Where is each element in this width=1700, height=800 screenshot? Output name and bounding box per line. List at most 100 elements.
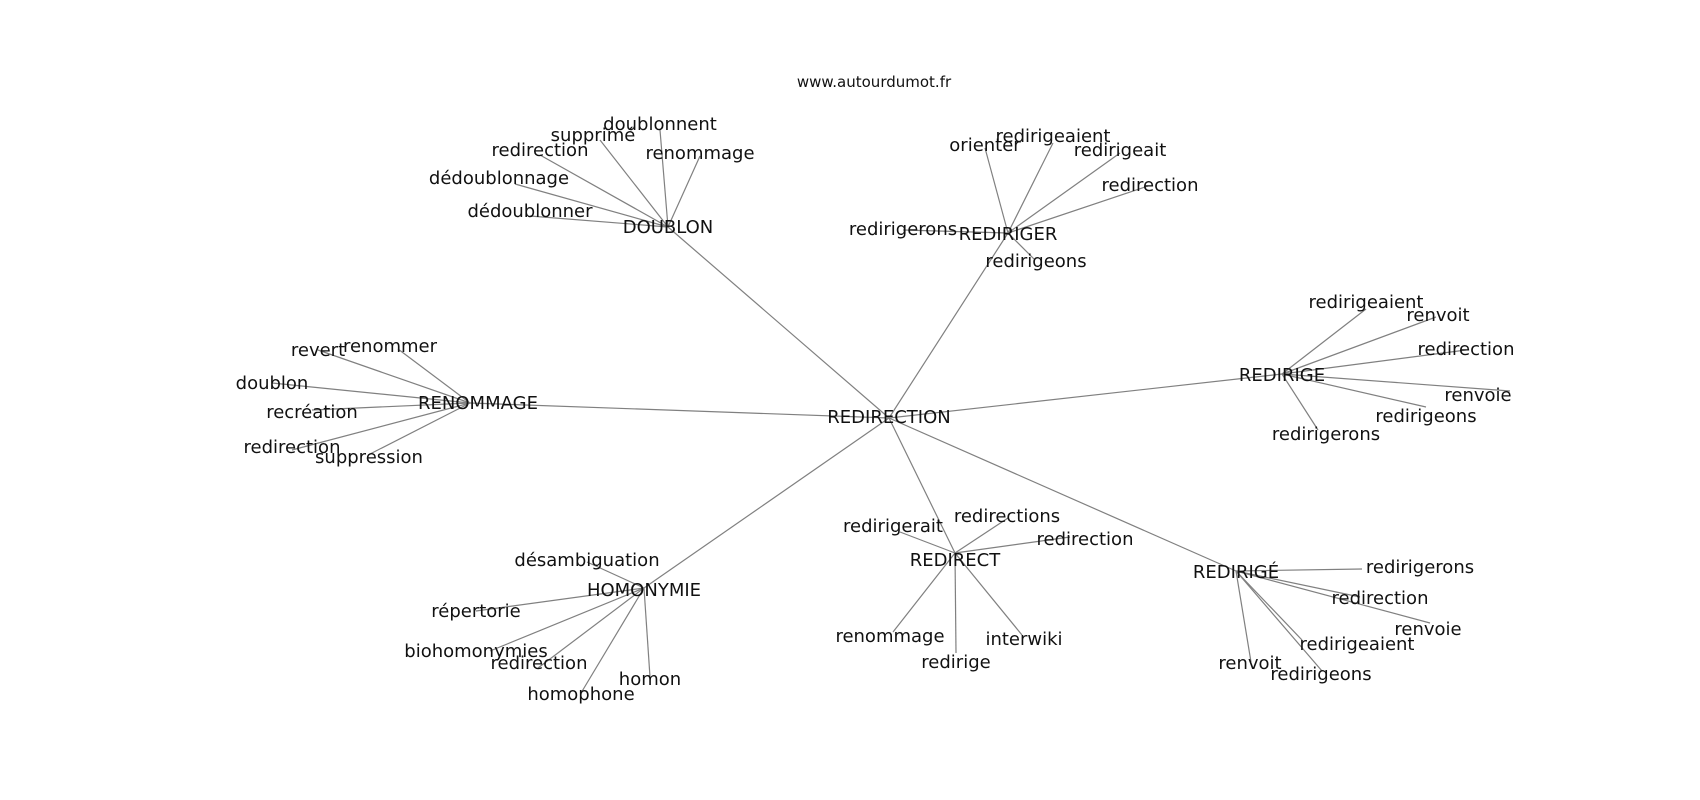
hub-node[interactable]: DOUBLON [623, 217, 714, 238]
edge-hub-to-leaf [514, 183, 669, 228]
leaf-node[interactable]: renommage [645, 143, 754, 164]
edge-hub-to-leaf [954, 517, 1009, 554]
edge-hub-to-leaf [580, 587, 645, 694]
center-node[interactable]: REDIRECTION [827, 407, 950, 428]
leaf-node[interactable]: homophone [527, 684, 634, 705]
leaf-node[interactable]: redirection [492, 140, 589, 161]
leaf-node[interactable]: homon [619, 669, 681, 690]
leaf-node[interactable]: redirigerons [849, 219, 957, 240]
leaf-node[interactable]: orienter [949, 135, 1021, 156]
leaf-node[interactable]: redirection [1037, 529, 1134, 550]
hub-node[interactable]: REDIRIGE [1239, 365, 1325, 386]
edge-hub-to-leaf [892, 552, 956, 633]
hub-node[interactable]: REDIRIGER [959, 224, 1058, 245]
edge-hub-to-leaf [902, 229, 1009, 234]
leaf-node[interactable]: redirigeons [1375, 406, 1476, 427]
edge-hub-to-leaf [1007, 185, 1149, 234]
edge-hub-to-leaf [1281, 349, 1467, 375]
edge-hub-to-leaf [1235, 570, 1252, 663]
hub-node[interactable]: HOMONYMIE [587, 580, 701, 601]
leaf-node[interactable]: redirigerons [1366, 557, 1474, 578]
leaf-node[interactable]: redirigerait [843, 516, 943, 537]
source-url[interactable]: www.autourdumot.fr [797, 73, 952, 91]
edge-hub-to-leaf [537, 587, 645, 669]
edge-hub-to-leaf [1007, 152, 1121, 234]
edge-hub-to-leaf [1281, 316, 1437, 375]
leaf-node[interactable]: répertorie [431, 601, 521, 622]
edge-hub-to-leaf [1281, 308, 1367, 375]
leaf-node[interactable]: dédoublonnage [429, 168, 569, 189]
leaf-node[interactable]: doublon [236, 373, 309, 394]
edge-hub-to-leaf [1235, 570, 1323, 672]
edge-center-to-hub [469, 402, 890, 419]
edge-hub-to-leaf [586, 561, 645, 589]
leaf-node[interactable]: doublonnent [603, 114, 717, 135]
leaf-node[interactable]: renommer [343, 336, 438, 357]
edge-hub-to-leaf [643, 587, 651, 678]
hub-node[interactable]: REDIRECT [910, 550, 1001, 571]
edge-hub-to-leaf [1281, 373, 1319, 431]
edge-hub-to-leaf [954, 536, 1071, 554]
edge-hub-to-leaf [271, 382, 471, 404]
hub-node[interactable]: REDIRIGÉ [1193, 561, 1279, 583]
leaf-node[interactable]: supprimé [551, 125, 636, 146]
leaf-node[interactable]: redirection [1102, 175, 1199, 196]
leaf-node[interactable]: redirigeons [985, 251, 1086, 272]
leaf-node[interactable]: redirection [244, 437, 341, 458]
edge-hub-to-leaf [529, 215, 669, 228]
leaf-node[interactable]: renvoit [1218, 653, 1281, 674]
leaf-node[interactable]: redirection [1418, 339, 1515, 360]
leaf-node[interactable]: désambiguation [514, 550, 659, 571]
edge-center-to-hub [888, 232, 1009, 419]
edge-hub-to-leaf [475, 587, 645, 612]
edge-hub-to-leaf [954, 552, 957, 654]
edge-center-to-hub [667, 226, 890, 419]
leaf-node[interactable]: renvoie [1444, 385, 1511, 406]
leaf-node[interactable]: redirigeaient [1309, 292, 1424, 313]
edge-hub-to-leaf [291, 402, 471, 451]
leaf-node[interactable]: biohomonymies [404, 641, 547, 662]
edge-hub-to-leaf [659, 129, 669, 228]
leaf-node[interactable]: redirigeaient [996, 126, 1111, 147]
leaf-node[interactable]: renvoit [1406, 305, 1469, 326]
leaf-node[interactable]: redirigeaient [1300, 634, 1415, 655]
edge-hub-to-leaf [1235, 570, 1431, 624]
edge-hub-to-leaf [397, 348, 471, 404]
edge-hub-to-leaf [599, 139, 669, 228]
edge-hub-to-leaf [1281, 373, 1511, 392]
leaf-node[interactable]: redirection [1332, 588, 1429, 609]
leaf-node[interactable]: suppression [315, 447, 423, 468]
edge-hub-to-leaf [1007, 142, 1054, 234]
edge-hub-to-leaf [1235, 568, 1363, 572]
leaf-node[interactable]: redirigeons [1270, 664, 1371, 685]
leaf-node[interactable]: revert [291, 340, 345, 361]
hub-node[interactable]: RENOMMAGE [418, 393, 538, 414]
edge-hub-to-leaf [317, 349, 471, 404]
graph-nodes: REDIRECTIONDOUBLONdoublonnentsuppriméred… [236, 114, 1515, 705]
leaf-node[interactable]: recréation [266, 402, 358, 423]
leaf-node[interactable]: redirections [954, 506, 1060, 527]
leaf-node[interactable]: interwiki [985, 629, 1062, 650]
leaf-node[interactable]: redirigeait [1074, 140, 1167, 161]
edge-hub-to-leaf [984, 147, 1009, 234]
edge-hub-to-leaf [954, 552, 1023, 636]
edge-hub-to-leaf [311, 402, 471, 411]
edge-hub-to-leaf [369, 402, 471, 455]
edge-hub-to-leaf [899, 531, 956, 554]
edge-hub-to-leaf [539, 154, 669, 228]
edge-hub-to-leaf [1235, 570, 1303, 641]
leaf-node[interactable]: renvoie [1394, 619, 1461, 640]
leaf-node[interactable]: renommage [835, 626, 944, 647]
graph-edges [271, 129, 1511, 694]
leaf-node[interactable]: redirigerons [1272, 424, 1380, 445]
edge-hub-to-leaf [1235, 570, 1361, 598]
edge-hub-to-leaf [489, 587, 645, 652]
leaf-node[interactable]: redirection [491, 653, 588, 674]
leaf-node[interactable]: dédoublonner [467, 201, 593, 222]
edge-center-to-hub [643, 417, 890, 589]
edge-center-to-hub [888, 417, 956, 554]
edge-hub-to-leaf [1007, 232, 1035, 260]
edge-hub-to-leaf [1281, 373, 1427, 408]
leaf-node[interactable]: redirige [921, 652, 990, 673]
